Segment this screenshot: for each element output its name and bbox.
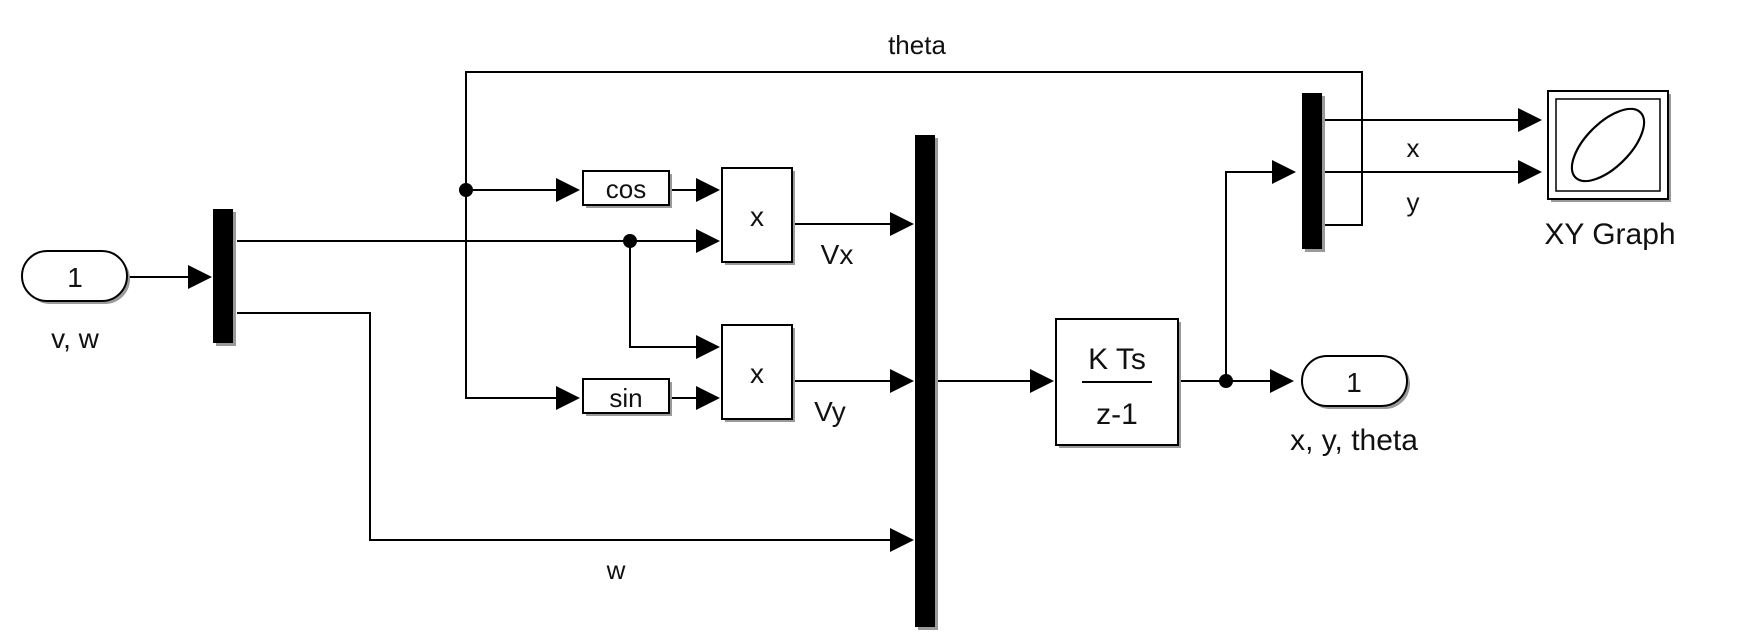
arrowhead <box>890 528 914 552</box>
outport-block[interactable]: 1 <box>1301 355 1410 409</box>
signal-label-vx: Vx <box>821 239 854 270</box>
product-symbol: x <box>750 201 764 232</box>
arrowhead <box>188 265 212 289</box>
signal-label-y: y <box>1407 187 1420 217</box>
signal-lines <box>128 71 1520 541</box>
arrowhead <box>556 386 580 410</box>
branch-point <box>459 183 473 197</box>
branch-point <box>623 234 637 248</box>
integrator-denominator: z-1 <box>1096 398 1138 431</box>
arrowheads <box>188 108 1542 552</box>
signal-labels: theta Vx Vy w x y <box>606 30 1420 585</box>
arrowhead <box>1272 160 1296 184</box>
arrowhead <box>890 369 914 393</box>
signal-label-theta: theta <box>888 30 946 60</box>
product-symbol: x <box>750 358 764 389</box>
wire-state-to-demux[interactable] <box>1225 171 1277 381</box>
product-block-vx[interactable]: x <box>721 167 795 265</box>
arrowhead <box>1518 160 1542 184</box>
integrator-numerator: K Ts <box>1088 343 1146 376</box>
sin-block[interactable]: sin <box>582 378 672 416</box>
branch-points <box>459 183 1233 388</box>
cos-label: cos <box>606 174 646 204</box>
wire-w[interactable] <box>237 312 895 541</box>
arrowhead <box>890 212 914 236</box>
arrowhead <box>1518 108 1542 132</box>
arrowhead <box>696 335 720 359</box>
cos-block[interactable]: cos <box>582 170 672 208</box>
wire-theta[interactable] <box>465 71 1363 399</box>
arrowhead <box>696 229 720 253</box>
demux-block-xy[interactable] <box>1302 93 1325 252</box>
signal-label-w: w <box>606 555 626 585</box>
arrowhead <box>1270 369 1294 393</box>
demux-block[interactable] <box>213 209 236 346</box>
branch-point <box>1219 374 1233 388</box>
wire-v-branch[interactable] <box>629 241 700 348</box>
arrowhead <box>1030 369 1054 393</box>
signal-label-x: x <box>1407 133 1420 163</box>
product-block-vy[interactable]: x <box>721 324 795 422</box>
xy-graph-block[interactable] <box>1547 90 1671 202</box>
mux-block[interactable] <box>915 135 938 630</box>
arrowhead <box>696 178 720 202</box>
sin-label: sin <box>609 383 642 413</box>
arrowhead <box>556 178 580 202</box>
inport-number: 1 <box>67 262 83 293</box>
signal-label-vy: Vy <box>814 396 846 427</box>
xy-graph-icon <box>1570 107 1646 183</box>
arrowhead <box>696 386 720 410</box>
outport-number: 1 <box>1346 367 1362 398</box>
discrete-integrator-block[interactable]: K Ts z-1 <box>1055 318 1181 448</box>
outport-label: x, y, theta <box>1290 424 1418 457</box>
xy-graph-label: XY Graph <box>1544 218 1675 251</box>
inport-block[interactable]: 1 <box>21 250 130 304</box>
inport-label: v, w <box>51 323 99 354</box>
xy-graph-screen <box>1555 98 1661 192</box>
